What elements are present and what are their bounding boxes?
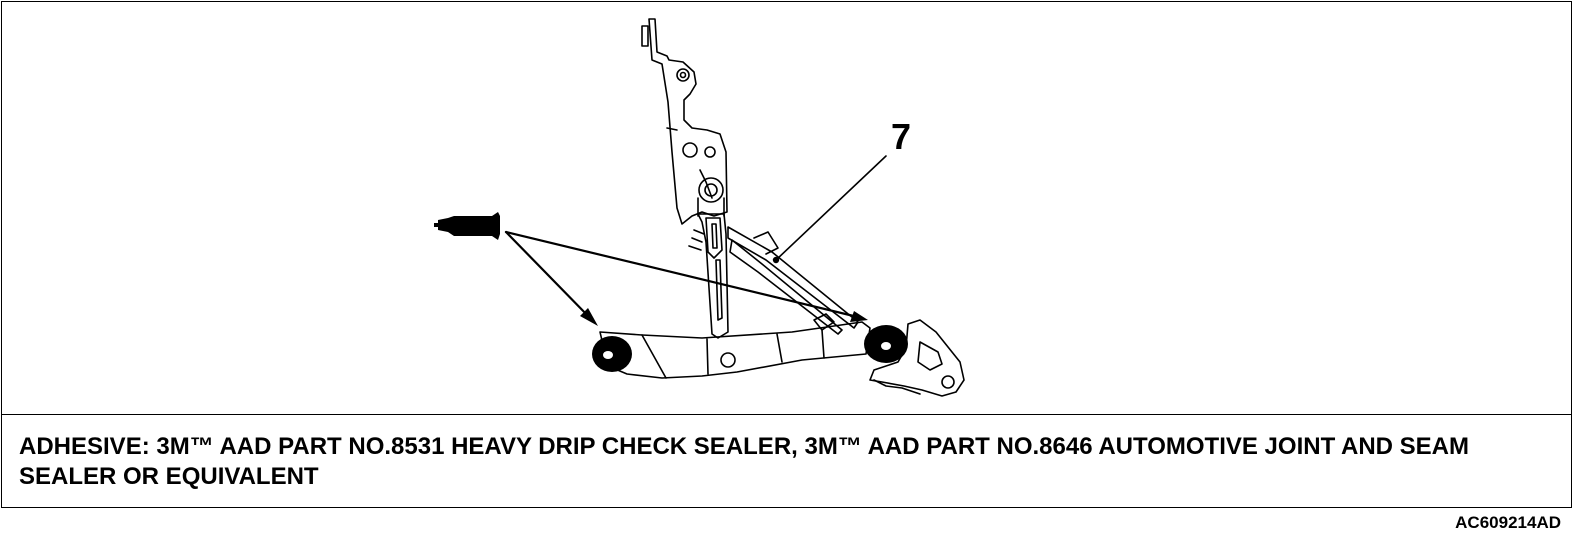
- pivot-shaft: [697, 177, 725, 217]
- callout-number: 7: [891, 116, 911, 157]
- upper-mounting-bracket: [641, 18, 728, 225]
- callout-dot: [772, 256, 780, 264]
- link-rod-7: [727, 226, 859, 335]
- figure-frame: 7 ADHESIVE: 3M™ AAD PART NO.8531 HEAVY D…: [1, 1, 1572, 508]
- main-link: [599, 321, 871, 379]
- left-bushing: [592, 336, 632, 372]
- arrowhead-right: [850, 311, 868, 322]
- arrow-to-right-bushing: [504, 230, 864, 320]
- callout-leader-line: [775, 155, 887, 261]
- wiper-linkage-illustration: 7: [434, 18, 965, 397]
- right-bushing: [864, 325, 908, 363]
- caption-divider: [2, 414, 1571, 415]
- arrowhead-left: [580, 308, 598, 326]
- crank-arm: [688, 213, 729, 339]
- figure-id-label: AC609214AD: [1455, 513, 1561, 532]
- adhesive-tube-icon: [434, 212, 500, 240]
- right-pivot-bracket: [869, 319, 965, 397]
- adhesive-caption: ADHESIVE: 3M™ AAD PART NO.8531 HEAVY DRI…: [19, 433, 1470, 490]
- arrow-to-left-bushing: [504, 230, 594, 322]
